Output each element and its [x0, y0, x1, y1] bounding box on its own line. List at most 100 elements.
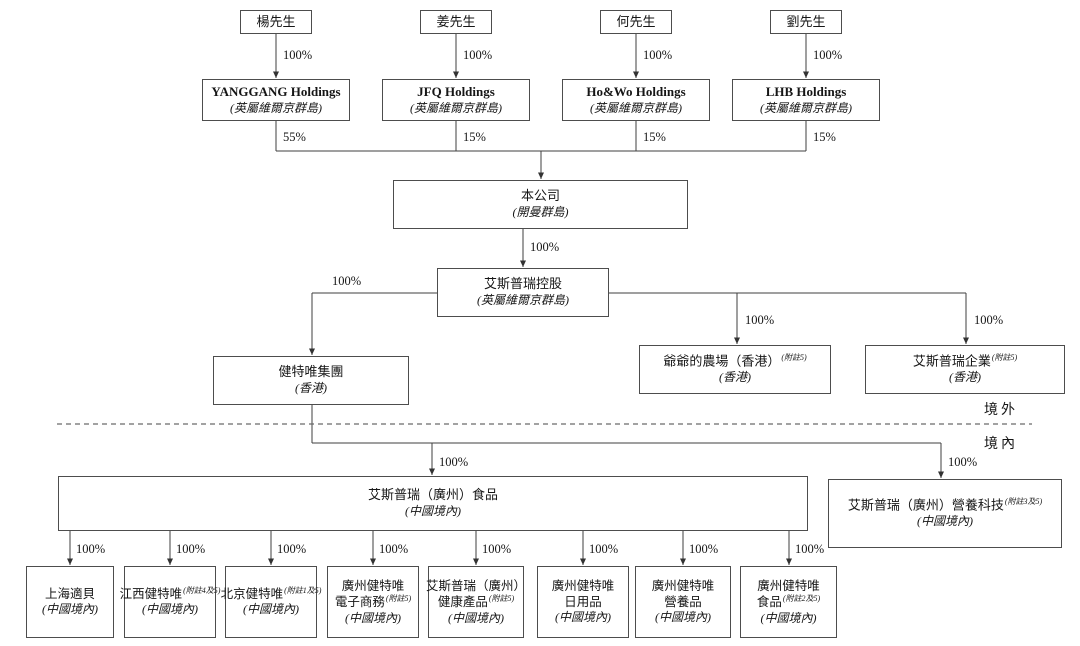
node-location: (英屬維爾京群島): [410, 100, 502, 115]
node-name: Ho&Wo Holdings: [586, 83, 686, 99]
ownership-label: 100%: [283, 48, 313, 62]
ownership-label: 100%: [745, 313, 775, 327]
node-location: (中國境內): [555, 610, 611, 625]
ownership-label: 100%: [589, 542, 619, 556]
node-location: (香港): [295, 381, 327, 396]
node-gz-jiantewei-ecommerce: 廣州健特唯 電子商務(附註5) (中國境內): [327, 566, 419, 638]
node-shanghai-shibei: 上海適貝 (中國境內): [26, 566, 114, 638]
node-name-line2: 食品: [756, 595, 782, 610]
node-jiantewei-group: 健特唯集團 (香港): [213, 356, 409, 405]
node-gz-jiantewei-daily: 廣州健特唯 日用品 (中國境內): [537, 566, 629, 638]
node-location: (中國境內): [448, 610, 504, 625]
node-note: (附註4及5): [183, 586, 221, 595]
node-name: 廣州健特唯: [551, 578, 615, 593]
node-note: (附註1及5): [284, 586, 322, 595]
node-aspray-gz-food: 艾斯普瑞（廣州）食品 (中國境內): [58, 476, 808, 531]
node-grandpas-farm: 爺爺的農場（香港）(附註5) (香港): [639, 345, 831, 394]
node-note: (附註2及5): [782, 594, 821, 604]
ownership-label: 100%: [689, 542, 719, 556]
node-aspray-holdings: 艾斯普瑞控股 (英屬維爾京群島): [437, 268, 609, 317]
node-name: 北京健特唯: [220, 587, 284, 602]
ownership-label: 100%: [332, 274, 362, 288]
node-name-line2: 健康產品: [437, 595, 488, 610]
onshore-label: 境內: [984, 437, 1018, 452]
node-location: (英屬維爾京群島): [477, 293, 569, 308]
node-name: 楊先生: [256, 13, 296, 29]
node-location: (英屬維爾京群島): [760, 100, 852, 115]
ownership-label: 100%: [948, 455, 978, 469]
node-aspray-gz-health: 艾斯普瑞（廣州） 健康產品(附註5) (中國境內): [426, 566, 527, 638]
node-mr-jiang: 姜先生: [420, 10, 492, 34]
node-note: (附註5): [385, 594, 412, 604]
node-lhb-holdings: LHB Holdings (英屬維爾京群島): [732, 79, 880, 121]
ownership-label: 100%: [643, 48, 673, 62]
ownership-label: 15%: [463, 130, 486, 144]
node-name: 艾斯普瑞（廣州）食品: [367, 487, 498, 503]
node-jiangxi-jiantewei: 江西健特唯(附註4及5) (中國境內): [120, 566, 220, 638]
node-location: (中國境內): [142, 602, 198, 617]
node-name: 姜先生: [436, 13, 476, 29]
ownership-label: 100%: [76, 542, 106, 556]
node-location: (英屬維爾京群島): [230, 100, 322, 115]
node-jfq-holdings: JFQ Holdings (英屬維爾京群島): [382, 79, 530, 121]
node-mr-yang: 楊先生: [240, 10, 312, 34]
node-aspray-enterprise: 艾斯普瑞企業(附註5) (香港): [865, 345, 1065, 394]
ownership-label: 100%: [277, 542, 307, 556]
ownership-label: 100%: [974, 313, 1004, 327]
node-note: (附註5): [991, 353, 1018, 363]
node-note: (附註5): [781, 353, 807, 363]
ownership-label: 55%: [283, 130, 306, 144]
offshore-label: 境外: [984, 403, 1018, 418]
node-the-company: 本公司 (開曼群島): [393, 180, 688, 229]
node-location: (開曼群島): [512, 205, 569, 220]
node-location: (中國境內): [42, 602, 98, 617]
node-note: (附註3及5): [1004, 497, 1043, 507]
node-name: 江西健特唯: [119, 587, 183, 602]
node-name-line2: 電子商務: [334, 595, 385, 610]
ownership-label: 100%: [530, 240, 560, 254]
node-name: 健特唯集團: [278, 364, 344, 380]
node-howo-holdings: Ho&Wo Holdings (英屬維爾京群島): [562, 79, 710, 121]
ownership-label: 100%: [379, 542, 409, 556]
ownership-label: 100%: [439, 455, 469, 469]
node-name: 艾斯普瑞（廣州）營養科技: [847, 497, 1004, 513]
node-name: 本公司: [520, 188, 560, 204]
ownership-label: 100%: [795, 542, 825, 556]
node-name: 艾斯普瑞控股: [483, 276, 562, 292]
node-name: 廣州健特唯: [651, 578, 715, 593]
ownership-label: 100%: [813, 48, 843, 62]
ownership-label: 15%: [813, 130, 836, 144]
node-name: 艾斯普瑞企業: [912, 353, 991, 369]
node-location: (中國境內): [405, 504, 461, 519]
node-name-line2: 營養品: [664, 595, 702, 610]
ownership-label: 100%: [463, 48, 493, 62]
node-mr-liu: 劉先生: [770, 10, 842, 34]
ownership-label: 100%: [176, 542, 206, 556]
node-beijing-jiantewei: 北京健特唯(附註1及5) (中國境內): [221, 566, 321, 638]
node-name: 廣州健特唯: [757, 578, 820, 593]
node-note: (附註5): [488, 594, 515, 604]
node-name: LHB Holdings: [765, 83, 847, 99]
node-location: (中國境內): [345, 610, 401, 625]
node-gz-jiantewei-food: 廣州健特唯 食品(附註2及5) (中國境內): [740, 566, 837, 638]
node-name: 爺爺的農場（香港）: [663, 353, 781, 369]
node-location: (中國境內): [655, 610, 711, 625]
node-name: 艾斯普瑞（廣州）: [426, 578, 527, 593]
node-name: JFQ Holdings: [417, 83, 495, 99]
node-location: (中國境內): [760, 610, 817, 625]
node-location: (英屬維爾京群島): [590, 100, 682, 115]
node-name: YANGGANG Holdings: [211, 83, 341, 99]
node-gz-jiantewei-nutrition: 廣州健特唯 營養品 (中國境內): [635, 566, 731, 638]
node-location: (中國境內): [917, 514, 973, 529]
ownership-label: 15%: [643, 130, 666, 144]
node-name: 廣州健特唯: [341, 578, 405, 593]
node-mr-he: 何先生: [600, 10, 672, 34]
node-name: 劉先生: [786, 13, 826, 29]
node-name: 何先生: [616, 13, 656, 29]
node-name-line2: 日用品: [564, 595, 602, 610]
node-yanggang-holdings: YANGGANG Holdings (英屬維爾京群島): [202, 79, 350, 121]
node-location: (香港): [719, 370, 751, 385]
node-location: (香港): [949, 370, 981, 385]
